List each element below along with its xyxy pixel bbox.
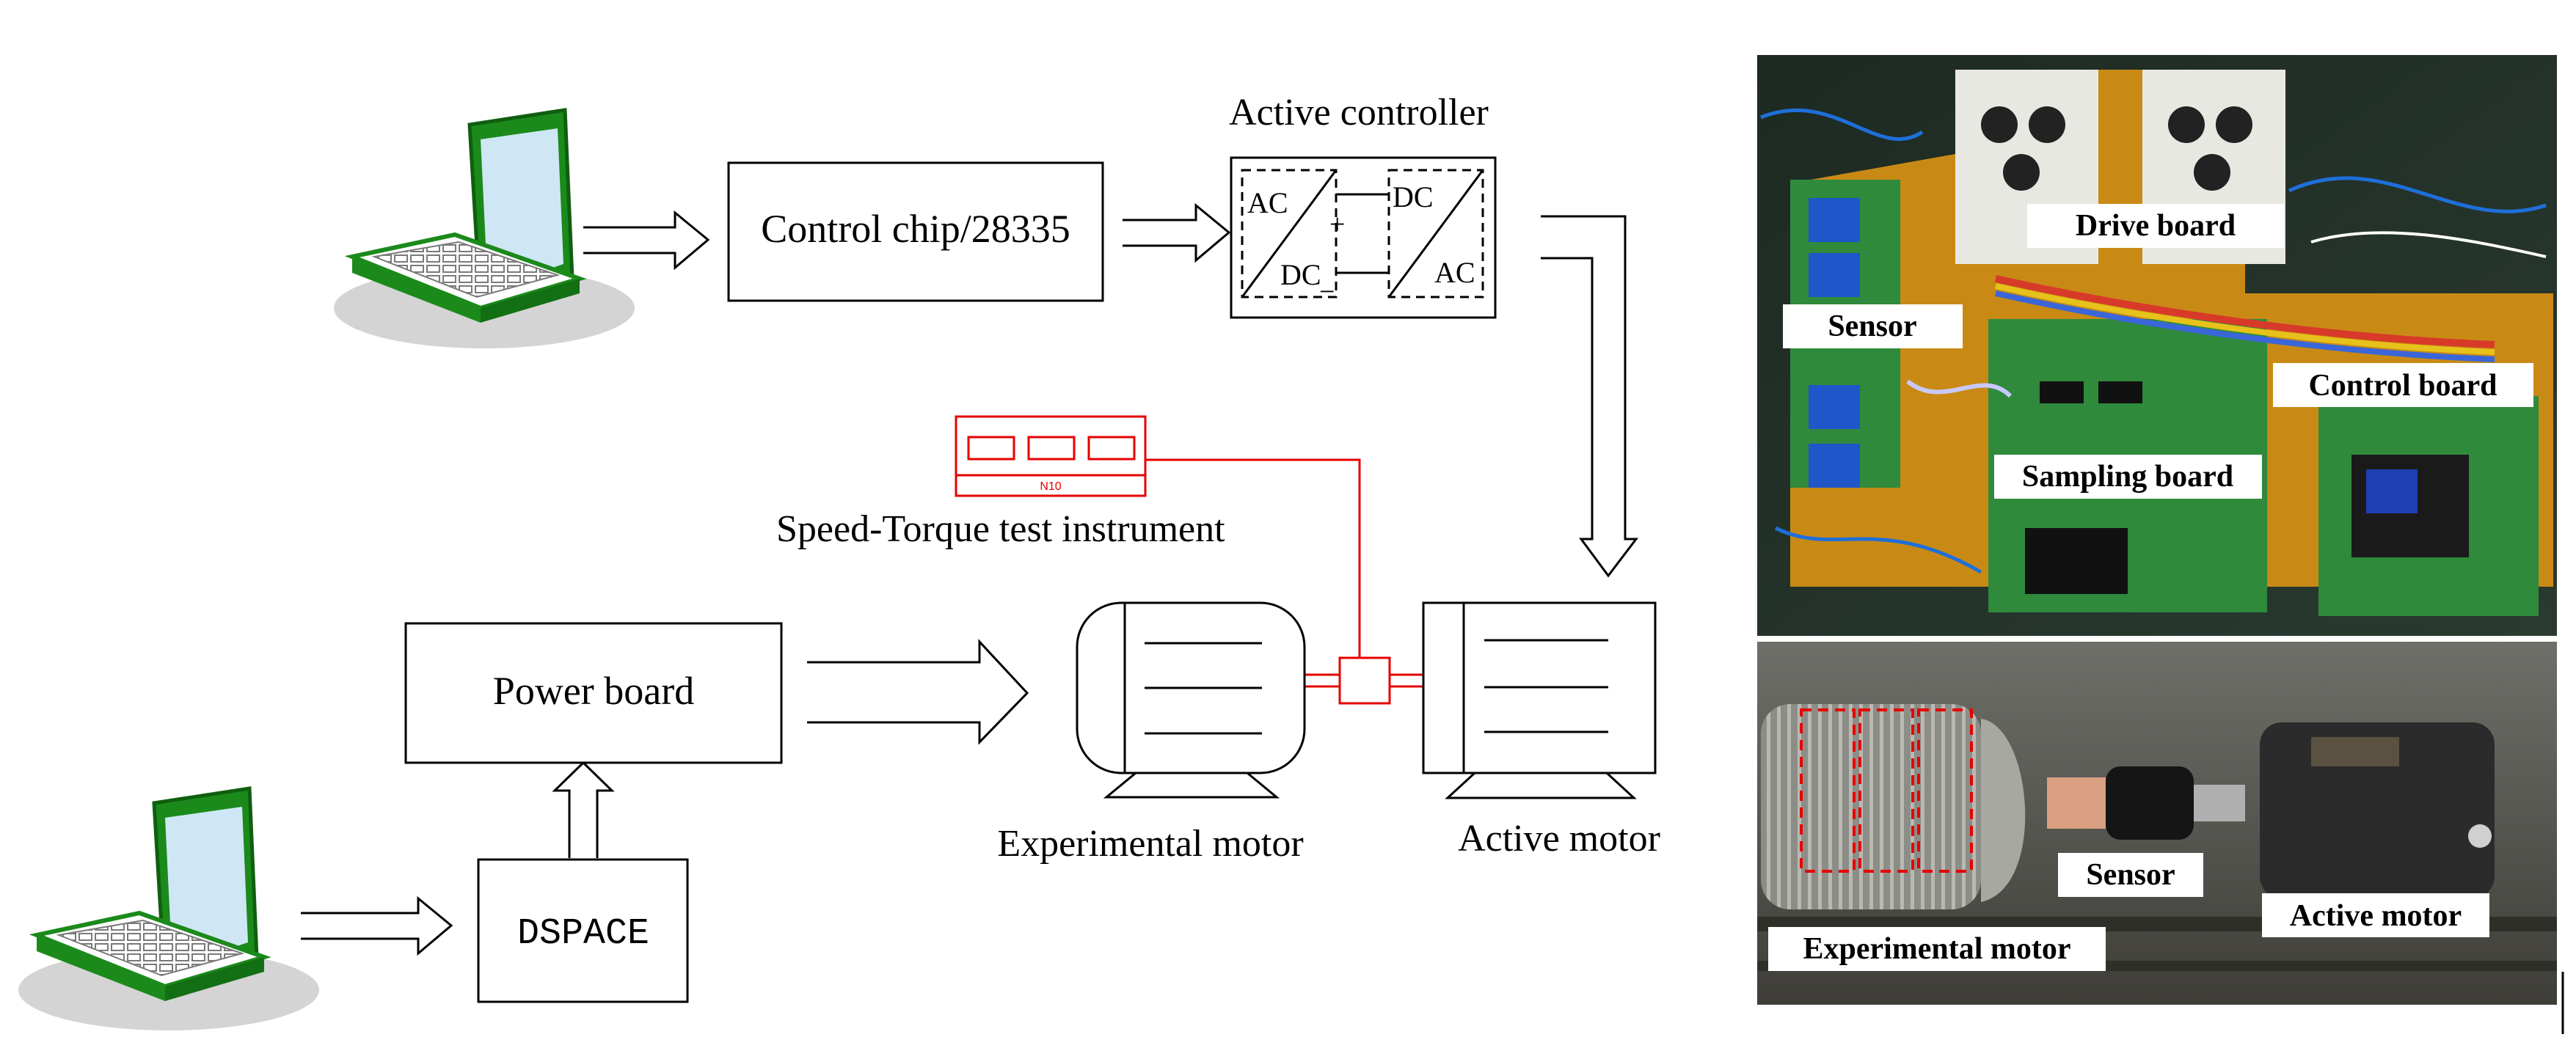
sensor-label: Sensor <box>1828 309 1916 343</box>
hollow-arrow-icon <box>807 639 1029 745</box>
speed-torque-label: Speed-Torque test instrument <box>776 508 1225 550</box>
laptop-icon <box>18 786 319 1030</box>
sampling-board-label: Sampling board <box>2022 460 2233 494</box>
active-controller-box <box>1230 156 1497 319</box>
power-board-label: Power board <box>493 669 694 713</box>
hollow-arrow-icon <box>583 210 710 271</box>
speed-torque-instrument <box>955 415 1423 705</box>
bench-experimental-motor-label: Experimental motor <box>1803 932 2070 966</box>
converter-dc-top: DC <box>1280 258 1321 291</box>
active-motor-symbol <box>1422 601 1657 799</box>
control-chip-label: Control chip/28335 <box>761 207 1070 251</box>
dspace-box <box>477 858 689 1003</box>
laptop-icon <box>334 108 635 348</box>
power-board-box <box>404 622 783 764</box>
hollow-arrow-icon <box>301 895 453 956</box>
drive-board-label: Drive board <box>2076 209 2236 243</box>
dc-bus-plus: + <box>1329 209 1345 240</box>
hollow-arrow-icon <box>1123 202 1231 263</box>
dc-bus-minus: − <box>1319 276 1335 307</box>
bench-active-motor-label: Active motor <box>2290 899 2462 933</box>
photo-labels-top: Drive board Sensor Control board Samplin… <box>1783 204 2533 499</box>
control-chip-box <box>727 161 1104 302</box>
instrument-tag: N10 <box>1040 480 1061 493</box>
converter-ac-right: AC <box>1434 256 1475 289</box>
active-controller-title: Active controller <box>1229 92 1489 133</box>
dspace-label: DSPACE <box>517 913 649 955</box>
test-bench-photo <box>1757 642 2557 1005</box>
hollow-arrow-icon <box>552 761 615 858</box>
bench-sensor-label: Sensor <box>2086 858 2175 892</box>
experimental-motor-symbol <box>1076 601 1306 799</box>
converter-dc-right: DC <box>1393 180 1434 213</box>
experimental-motor-label: Experimental motor <box>997 823 1303 865</box>
active-motor-label: Active motor <box>1458 818 1660 860</box>
converter-ac-top: AC <box>1247 186 1288 219</box>
photo-labels-bottom: Sensor Active motor Experimental motor <box>1768 853 2489 971</box>
control-board-label: Control board <box>2308 369 2497 403</box>
hollow-arrow-icon <box>1541 215 1639 578</box>
